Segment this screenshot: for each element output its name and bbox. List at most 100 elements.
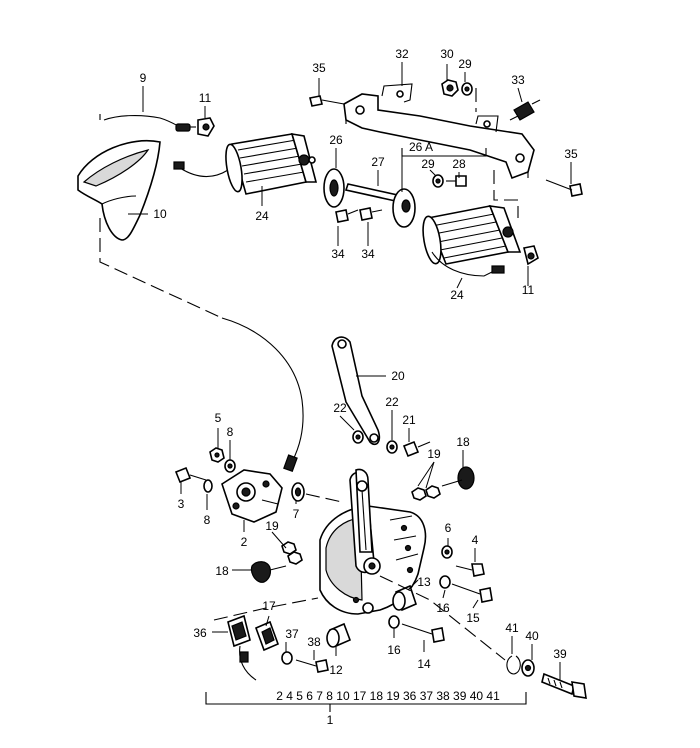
bracket-2 xyxy=(221,469,283,523)
callout-30: 30 xyxy=(440,47,454,61)
callout-28: 28 xyxy=(452,157,466,171)
callout-29-mid: 29 xyxy=(421,157,435,171)
callout-26A: 26 A xyxy=(409,140,433,154)
callout-20: 20 xyxy=(391,369,405,383)
assembly-part-list: 2 4 5 6 7 8 10 17 18 19 36 37 38 39 40 4… xyxy=(276,689,500,703)
callout-41: 41 xyxy=(505,621,519,635)
callout-19-left: 19 xyxy=(265,519,279,533)
callout-33: 33 xyxy=(511,73,525,87)
screw-34-left xyxy=(335,209,359,223)
callout-26: 26 xyxy=(329,133,343,147)
washer-29-top xyxy=(461,82,473,96)
callout-5: 5 xyxy=(215,411,222,425)
fitting-33 xyxy=(509,99,541,121)
bracket-32 xyxy=(343,83,535,180)
cover-10 xyxy=(77,140,161,241)
washer-16-right xyxy=(439,575,451,589)
callout-29-top: 29 xyxy=(458,57,472,71)
bolt-39 xyxy=(541,672,587,699)
pedal-mechanism xyxy=(319,468,427,615)
cable-lower xyxy=(221,317,304,473)
callout-18-left: 18 xyxy=(215,564,229,578)
callout-19-right: 19 xyxy=(427,447,441,461)
callout-22-right: 22 xyxy=(385,395,399,409)
callout-8-top: 8 xyxy=(227,425,234,439)
motor-guide-line xyxy=(493,170,519,218)
callout-22-left: 22 xyxy=(333,401,347,415)
link-20 xyxy=(331,336,381,446)
washer-8-bottom xyxy=(203,479,213,493)
callout-36: 36 xyxy=(193,626,207,640)
knob-18-right xyxy=(441,466,475,490)
clip-11-right xyxy=(523,245,539,266)
callout-34-right: 34 xyxy=(361,247,375,261)
bolt-15 xyxy=(451,583,493,603)
bolt-14 xyxy=(401,623,445,643)
callout-21: 21 xyxy=(402,413,416,427)
callout-24-top: 24 xyxy=(255,209,269,223)
callout-34-left: 34 xyxy=(331,247,345,261)
callout-11-right: 11 xyxy=(522,283,535,297)
screw-34-right xyxy=(359,207,383,221)
screw-4 xyxy=(455,563,485,577)
screw-28 xyxy=(446,175,467,187)
bolt-21 xyxy=(402,440,431,458)
callout-1: 1 xyxy=(327,713,334,727)
washer-16-left xyxy=(388,615,400,629)
callout-10: 10 xyxy=(153,207,167,221)
washer-22-left xyxy=(352,430,364,444)
bushing-12 xyxy=(326,622,352,648)
callout-13: 13 xyxy=(417,575,431,589)
callout-18-right: 18 xyxy=(456,435,470,449)
bushing-guide-line xyxy=(305,493,343,503)
callout-9: 9 xyxy=(140,71,147,85)
cable-9 xyxy=(99,114,196,132)
callout-labels: 9 11 10 24 35 32 30 29 33 35 26 27 26 A … xyxy=(140,47,578,727)
motor-24-right xyxy=(422,205,522,277)
cover-guide-line xyxy=(99,218,223,319)
switch-guide-line xyxy=(213,597,319,621)
washer-8-top xyxy=(224,459,236,473)
callout-37: 37 xyxy=(285,627,299,641)
callout-35-left: 35 xyxy=(312,61,326,75)
bushing-7 xyxy=(291,482,305,502)
circlip-41 xyxy=(506,655,521,675)
callout-17-top: 17 xyxy=(262,599,276,613)
callout-39: 39 xyxy=(553,647,567,661)
leader-lines xyxy=(128,62,572,680)
clip-11-top xyxy=(197,117,215,137)
screw-35-left xyxy=(309,95,345,107)
switch-17 xyxy=(254,620,280,652)
callout-2: 2 xyxy=(241,535,248,549)
washer-6 xyxy=(441,545,453,559)
callout-4: 4 xyxy=(472,533,479,547)
nuts-19-left xyxy=(281,541,303,565)
callout-15: 15 xyxy=(466,611,480,625)
callout-38: 38 xyxy=(307,635,321,649)
callout-11-top: 11 xyxy=(199,91,212,105)
washer-22-right xyxy=(386,440,398,454)
callout-14: 14 xyxy=(417,657,431,671)
assembly-bracket xyxy=(205,692,527,712)
callout-3: 3 xyxy=(178,497,185,511)
callout-32: 32 xyxy=(395,47,409,61)
callout-7: 7 xyxy=(293,507,300,521)
motor-24-top xyxy=(173,133,318,195)
washer-29-mid xyxy=(432,174,444,188)
callout-6: 6 xyxy=(445,521,452,535)
bolt-38 xyxy=(295,659,329,673)
nut-30 xyxy=(441,79,459,97)
washer-37 xyxy=(281,651,293,665)
callout-27: 27 xyxy=(371,155,385,169)
nuts-19-right xyxy=(411,485,441,501)
callout-16-left: 16 xyxy=(387,643,401,657)
callout-35-right: 35 xyxy=(564,147,578,161)
callout-8-bottom: 8 xyxy=(204,513,211,527)
switch-36 xyxy=(227,614,257,681)
nut-5 xyxy=(209,447,225,463)
washer-40 xyxy=(521,659,535,677)
screw-35-right xyxy=(545,179,583,197)
callout-12: 12 xyxy=(329,663,343,677)
callout-16-right: 16 xyxy=(436,601,450,615)
